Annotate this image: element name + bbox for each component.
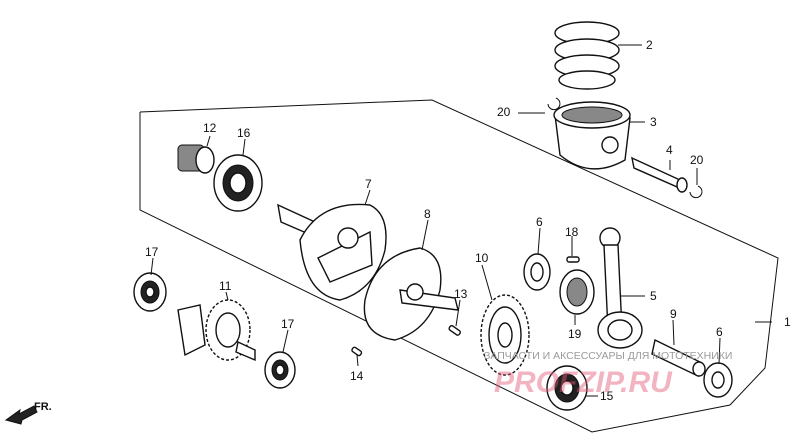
piston-rings-part bbox=[554, 21, 620, 90]
callout-5: 5 bbox=[650, 289, 657, 303]
ball-bearing-15-part bbox=[546, 365, 588, 411]
callout-18: 18 bbox=[565, 225, 579, 239]
callout-1: 1 bbox=[784, 315, 791, 329]
assembly-outline bbox=[139, 99, 779, 433]
callout-4: 4 bbox=[666, 143, 673, 157]
leader-lines bbox=[150, 44, 772, 397]
crankshaft-left-part bbox=[277, 203, 387, 301]
callout-16: 16 bbox=[237, 126, 251, 140]
callout-13: 13 bbox=[454, 287, 468, 301]
callout-10: 10 bbox=[475, 251, 489, 265]
direction-label: FR. bbox=[34, 401, 52, 413]
piston-pin-part bbox=[631, 156, 688, 193]
ball-bearing-part bbox=[213, 154, 263, 212]
needle-bearing-crankpin-part bbox=[559, 269, 595, 315]
connecting-rod-part bbox=[597, 227, 643, 349]
ball-bearing-17-right-part bbox=[264, 351, 296, 389]
callout-14: 14 bbox=[350, 369, 364, 383]
callout-12: 12 bbox=[203, 121, 217, 135]
key-part bbox=[351, 346, 363, 357]
callout-20-right: 20 bbox=[690, 153, 704, 167]
callout-11: 11 bbox=[219, 279, 232, 293]
callout-15: 15 bbox=[600, 389, 614, 403]
callout-8: 8 bbox=[424, 207, 431, 221]
arrow-left-icon bbox=[4, 405, 38, 425]
primary-drive-gear-part bbox=[480, 294, 530, 376]
callout-numbers: 1 2 3 4 5 6 6 7 8 9 10 11 12 13 14 15 16… bbox=[145, 38, 791, 403]
callout-6-left: 6 bbox=[536, 215, 543, 229]
watermark-tagline: ЗАПЧАСТИ И АКСЕССУАРЫ ДЛЯ МОТОТЕХНИКИ bbox=[484, 350, 732, 362]
callout-3: 3 bbox=[650, 115, 657, 129]
callout-17-right: 17 bbox=[281, 317, 295, 331]
thrust-washer-part bbox=[523, 253, 551, 291]
callout-2: 2 bbox=[646, 38, 653, 52]
crankshaft-pin-part bbox=[651, 338, 706, 378]
crank-pin-part bbox=[566, 256, 580, 263]
ball-bearing-17-left-part bbox=[133, 272, 167, 312]
callout-9: 9 bbox=[670, 307, 677, 321]
piston-pin-clip-part-2 bbox=[689, 185, 703, 199]
piston-part bbox=[553, 101, 631, 170]
needle-bearing-part bbox=[177, 144, 215, 174]
crankshaft-right-part bbox=[363, 247, 459, 341]
front-direction-arrow: FR. bbox=[4, 401, 52, 425]
callout-6-right: 6 bbox=[716, 325, 723, 339]
callout-20-left: 20 bbox=[497, 105, 511, 119]
callout-7: 7 bbox=[365, 177, 372, 191]
piston-pin-clip-part bbox=[547, 97, 561, 111]
balancer-shaft-part bbox=[177, 299, 256, 362]
thrust-washer-right-part bbox=[703, 362, 733, 398]
callout-17-left: 17 bbox=[145, 245, 159, 259]
watermark: ЗАПЧАСТИ И АКСЕССУАРЫ ДЛЯ МОТОТЕХНИКИ PR… bbox=[484, 350, 732, 399]
watermark-brand: PROFZIP.RU bbox=[494, 366, 673, 399]
callout-19: 19 bbox=[568, 327, 582, 341]
woodruff-key-part bbox=[448, 325, 461, 336]
